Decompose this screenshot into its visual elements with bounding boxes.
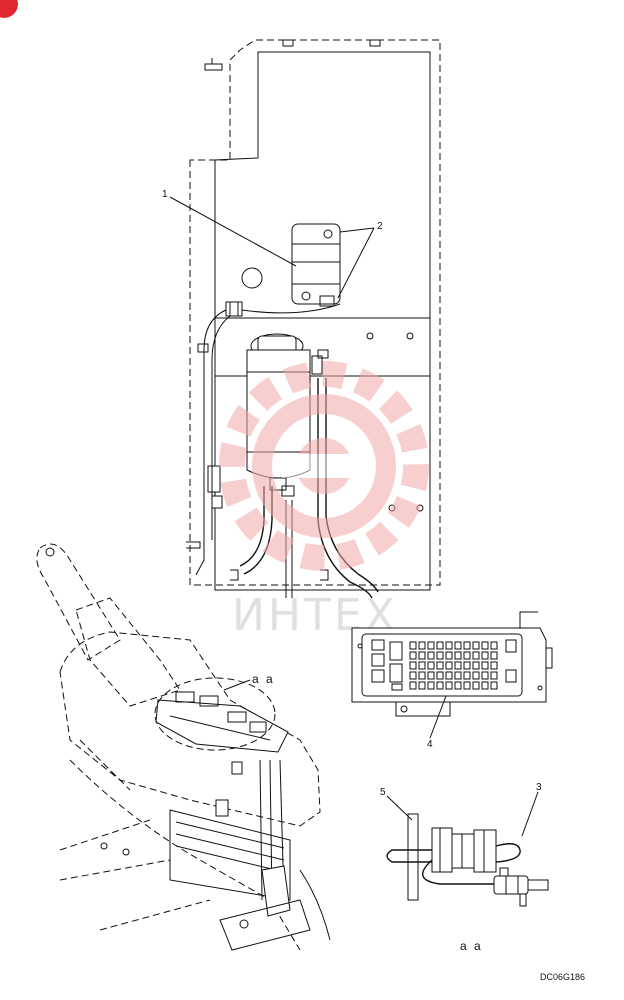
- fuse-slot: [454, 671, 462, 680]
- fuse-slot: [481, 661, 489, 670]
- fuse-slot: [409, 661, 417, 670]
- fuse-slot: [409, 681, 417, 690]
- fuse-slot: [454, 641, 462, 650]
- fuse-slot: [463, 681, 471, 690]
- fuse-slot: [454, 681, 462, 690]
- fuse-slot: [481, 671, 489, 680]
- detail-aa-label: a a: [460, 939, 483, 953]
- fuse-slot: [418, 661, 426, 670]
- fuse-slot: [481, 641, 489, 650]
- corner-badge-icon: [0, 0, 18, 18]
- drawing-code: DC06G186: [540, 972, 585, 982]
- fuse-slot: [436, 661, 444, 670]
- callout-4: 4: [427, 739, 433, 750]
- fuse-slot: [472, 671, 480, 680]
- fuse-slot: [418, 671, 426, 680]
- fuse-slot: [436, 651, 444, 660]
- fuse-slot: [427, 671, 435, 680]
- connector-detail: [386, 813, 549, 907]
- callout-5: 5: [380, 787, 386, 798]
- detail-aa-label-joystick: a a: [252, 672, 275, 686]
- fuse-slot: [472, 661, 480, 670]
- fuse-slot: [445, 651, 453, 660]
- fuse-grid: [409, 641, 498, 690]
- fuse-slot: [490, 671, 498, 680]
- fuse-slot: [418, 681, 426, 690]
- fuse-slot: [490, 651, 498, 660]
- fuse-slot: [463, 641, 471, 650]
- fuse-slot: [472, 641, 480, 650]
- detail-aa-marker: [154, 677, 276, 751]
- fuse-slot: [445, 641, 453, 650]
- fuse-slot: [490, 661, 498, 670]
- fuse-slot: [427, 651, 435, 660]
- harness-connector: [207, 301, 243, 509]
- callout-1: 1: [162, 189, 168, 200]
- watermark-gear-icon: [219, 361, 429, 571]
- fuse-slot: [418, 651, 426, 660]
- fuse-slot: [436, 641, 444, 650]
- fuse-slot: [454, 661, 462, 670]
- fuse-slot: [409, 671, 417, 680]
- fuse-slot: [436, 681, 444, 690]
- fuse-slot: [481, 651, 489, 660]
- fuse-slot: [409, 651, 417, 660]
- fuse-slot: [445, 681, 453, 690]
- callout-3: 3: [536, 782, 542, 793]
- relay-unit: [291, 223, 341, 307]
- fuse-slot: [472, 681, 480, 690]
- fuse-slot: [445, 671, 453, 680]
- callout-2: 2: [377, 221, 383, 232]
- fuse-slot: [463, 671, 471, 680]
- fuse-slot: [427, 661, 435, 670]
- joystick-console: [36, 543, 331, 951]
- fuse-slot: [463, 651, 471, 660]
- fuse-slot: [481, 681, 489, 690]
- fuse-slot: [445, 661, 453, 670]
- fuse-slot: [472, 651, 480, 660]
- fuse-slot: [436, 671, 444, 680]
- fuse-slot: [427, 681, 435, 690]
- fuse-slot: [490, 681, 498, 690]
- fuse-slot: [490, 641, 498, 650]
- fuse-slot: [427, 641, 435, 650]
- fuse-slot: [454, 651, 462, 660]
- fuse-slot: [409, 641, 417, 650]
- fuse-slot: [418, 641, 426, 650]
- fuse-slot: [463, 661, 471, 670]
